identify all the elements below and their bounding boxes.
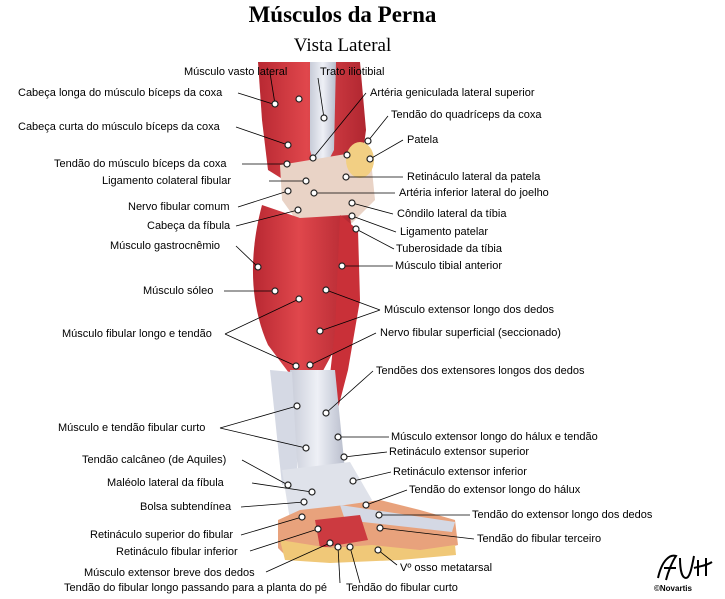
leader-lines: [219, 72, 475, 584]
label-arteria-genic-sup: Artéria geniculada lateral superior: [370, 87, 535, 99]
label-patela: Patela: [407, 134, 439, 146]
label-ext-longo-dedos: Músculo extensor longo dos dedos: [384, 304, 554, 316]
label-ext-breve: Músculo extensor breve dos dedos: [84, 567, 255, 579]
label-tuberosidade: Tuberosidade da tíbia: [396, 243, 502, 255]
label-ret-ext-inf: Retináculo extensor inferior: [393, 466, 527, 478]
label-markers: [254, 95, 384, 554]
label-ext-halux: Músculo extensor longo do hálux e tendão: [391, 431, 598, 443]
label-lig-patelar: Ligamento patelar: [400, 226, 489, 238]
achilles-tendon: [270, 370, 298, 485]
label-vasto-lateral: Músculo vasto lateral: [184, 66, 288, 78]
label-tendao-fib-curto: Tendão do fibular curto: [346, 582, 458, 594]
foot-bones: [280, 540, 456, 563]
label-nervo-superficial: Nervo fibular superficial (seccionado): [380, 327, 561, 339]
lower-leg-tendons: [290, 370, 345, 480]
label-fibular-longo: Músculo fibular longo e tendão: [62, 328, 212, 340]
label-tibial-anterior: Músculo tibial anterior: [395, 260, 502, 272]
label-tendao-fib-longo: Tendão do fibular longo passando para a …: [64, 582, 327, 594]
label-quinto-metatarsal: Vº osso metatarsal: [400, 562, 493, 574]
label-tendao-ext-halux: Tendão do extensor longo do hálux: [409, 484, 581, 496]
label-maleolo: Maléolo lateral da fíbula: [107, 477, 224, 489]
label-gastrocnemio: Músculo gastrocnêmio: [110, 240, 221, 252]
label-lig-colateral: Ligamento colateral fibular: [102, 175, 232, 187]
label-tendao-ext-dedos: Tendão do extensor longo dos dedos: [472, 509, 653, 521]
label-condilo-tibia: Côndilo lateral da tíbia: [397, 208, 507, 220]
label-cabeca-fibula: Cabeça da fíbula: [147, 220, 231, 232]
calf-muscles: [252, 205, 355, 385]
signature-mark: [657, 554, 713, 581]
label-tendoes-extensores: Tendões dos extensores longos dos dedos: [376, 365, 585, 377]
label-soleo: Músculo sóleo: [143, 285, 214, 297]
label-ret-fib-inf: Retináculo fibular inferior: [116, 546, 238, 558]
patella-shape: [346, 142, 374, 178]
label-nervo-fibular: Nervo fibular comum: [128, 201, 230, 213]
label-bolsa: Bolsa subtendínea: [140, 501, 232, 513]
label-cabeca-curta: Cabeça curta do músculo bíceps da coxa: [18, 121, 220, 133]
label-retinaculo-patela: Retináculo lateral da patela: [407, 171, 541, 183]
label-ret-sup-fibular: Retináculo superior do fibular: [90, 529, 234, 541]
label-calcaneo: Tendão calcâneo (de Aquiles): [82, 454, 227, 466]
diagram-title: Músculos da Perna: [248, 2, 437, 27]
diagram-subtitle: Vista Lateral: [293, 35, 392, 56]
label-fibular-curto: Músculo e tendão fibular curto: [58, 422, 206, 434]
signature-copyright: ©Novartis: [654, 584, 692, 593]
label-tendao-biceps: Tendão do músculo bíceps da coxa: [54, 158, 227, 170]
foot-tendons: [340, 505, 455, 532]
label-arteria-inf-joelho: Artéria inferior lateral do joelho: [399, 187, 549, 199]
extensor-brevis: [315, 515, 368, 548]
label-tendao-fib-terceiro: Tendão do fibular terceiro: [477, 533, 602, 545]
label-cabeca-longa: Cabeça longa do músculo bíceps da coxa: [18, 87, 223, 99]
label-trato-iliotibial: Trato iliotibial: [320, 66, 385, 78]
netter-signature: ©Novartis: [650, 548, 720, 596]
label-tendao-quadriceps: Tendão do quadríceps da coxa: [391, 109, 542, 121]
label-ret-ext-sup: Retináculo extensor superior: [389, 446, 530, 458]
